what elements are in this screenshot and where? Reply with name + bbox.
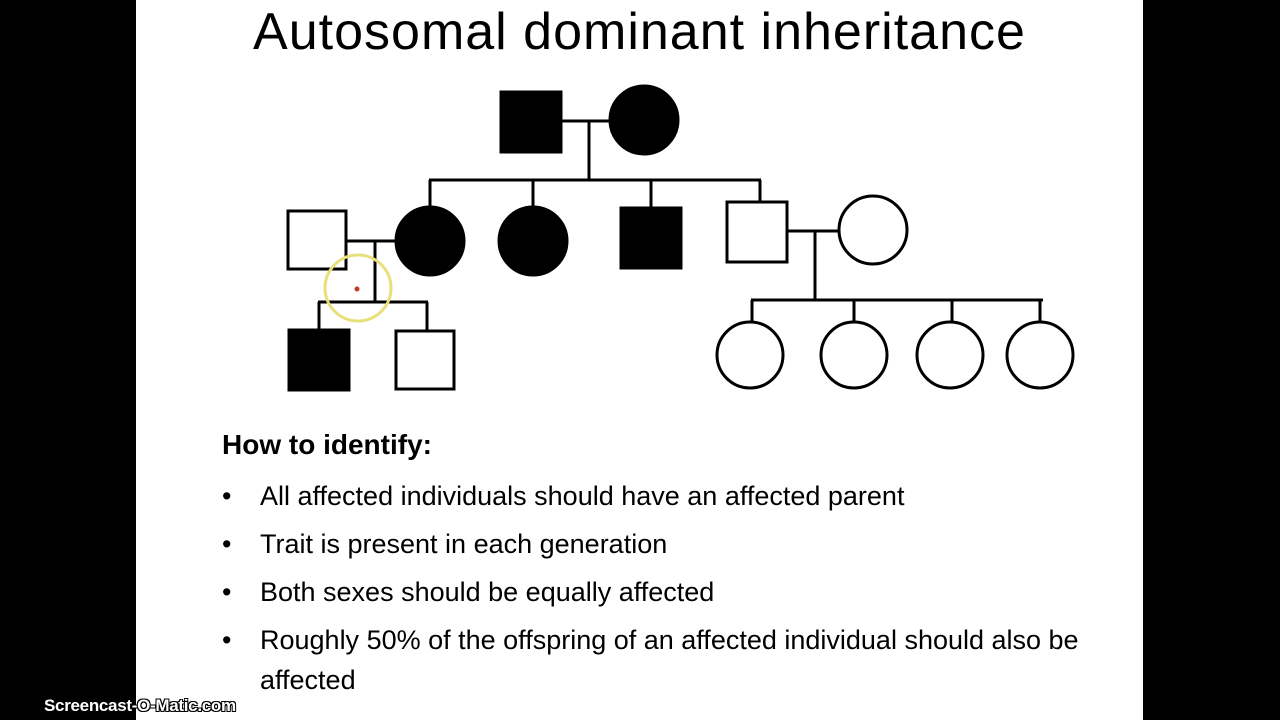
g1-father-square [499,90,563,154]
g2-daughter-1-circle [394,205,466,277]
bullet-icon: • [222,625,232,655]
g1-mother-circle [608,84,680,156]
watermark-text: Screencast-O-Matic.com [44,696,236,715]
bullet-icon: • [222,481,232,511]
cursor-dot [354,286,360,292]
cursor-highlight [323,253,393,323]
pedigree-symbols [286,84,1075,392]
slide-title: Autosomal dominant inheritance [253,3,1026,61]
criteria-item: • Trait is present in each generation [222,524,1102,564]
bullet-icon: • [222,577,232,607]
g3-daughter-3-circle [915,320,985,390]
bullet-icon: • [222,529,232,559]
criteria-text: All affected individuals should have an … [260,481,905,511]
identify-heading: How to identify: [222,429,432,460]
criteria-text: Trait is present in each generation [260,529,668,559]
criteria-text: Roughly 50% of the offspring of an affec… [260,625,1079,695]
pedigree-chart [286,84,1075,392]
g2-spouse-female-circle [837,194,909,266]
g2-daughter-2-circle [497,205,569,277]
g2-son-2-square [725,200,789,264]
g2-son-1-square [619,206,683,270]
g3-son-1-square [287,328,351,392]
g3-son-2-square [394,329,456,391]
g2-spouse-male-square [286,209,348,271]
criteria-item: • All affected individuals should have an… [222,476,1102,516]
slide: Autosomal dominant inheritance [136,0,1143,720]
g3-daughter-1-circle [715,320,785,390]
pedigree-lines [317,119,1043,331]
criteria-item: • Both sexes should be equally affected [222,572,1102,612]
g3-daughter-4-circle [1005,320,1075,390]
criteria-text: Both sexes should be equally affected [260,577,715,607]
criteria-item: • Roughly 50% of the offspring of an affe… [222,620,1102,700]
g3-daughter-2-circle [819,320,889,390]
criteria-list: • All affected individuals should have an… [222,476,1102,708]
